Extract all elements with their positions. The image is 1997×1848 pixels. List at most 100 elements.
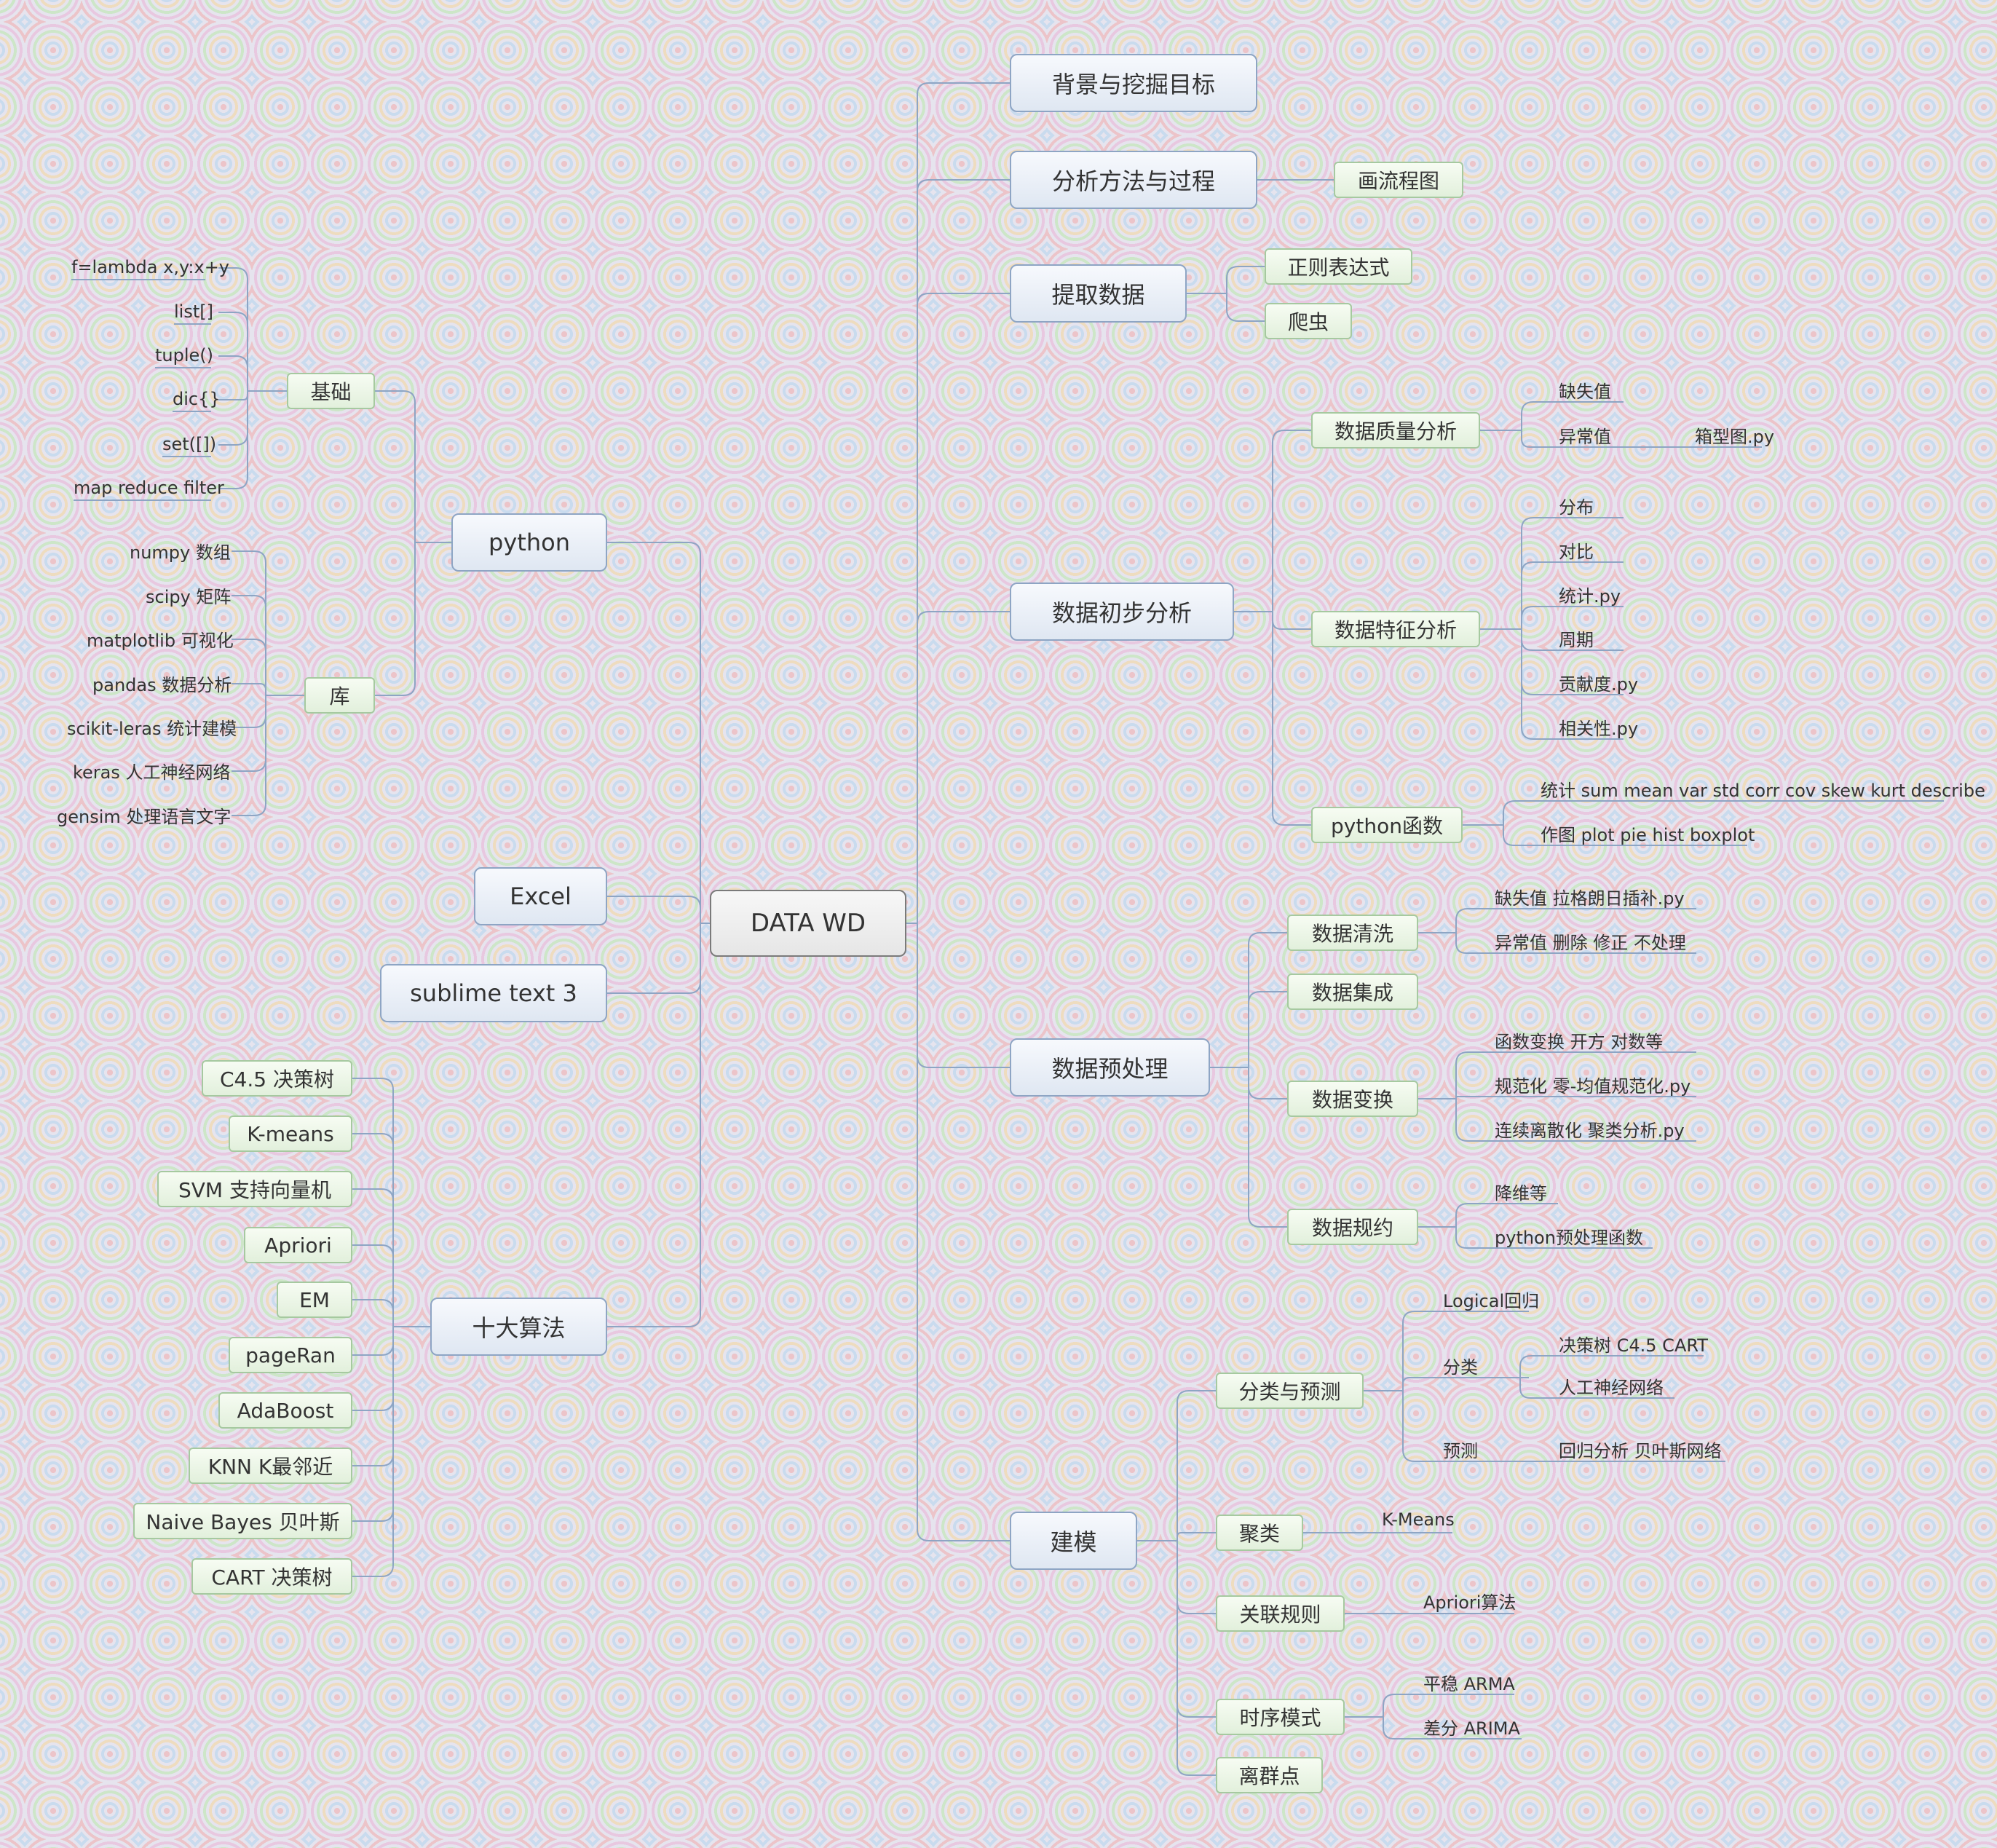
algo-8 [352, 1326, 430, 1522]
leaf-transform-discretize: 连续离散化 聚类分析.py [1495, 1120, 1685, 1141]
feature-5 [1480, 628, 1624, 740]
node-outlier-points[interactable]: 离群点 [1216, 1757, 1323, 1793]
node-clustering[interactable]: 聚类 [1216, 1515, 1303, 1551]
node-algo-c45[interactable]: C4.5 决策树 [202, 1060, 352, 1097]
basics-0 [218, 267, 287, 392]
root-right-0 [906, 82, 1010, 924]
leaf-reduce-python: python预处理函数 [1495, 1227, 1643, 1248]
node-algo-cart[interactable]: CART 决策树 [191, 1558, 352, 1595]
leaf-basics-dic: dic{} [173, 389, 221, 409]
node-modeling[interactable]: 建模 [1010, 1512, 1137, 1570]
leaf-lib-numpy: numpy 数组 [130, 542, 231, 563]
root-right-1 [906, 179, 1010, 924]
pre-0 [1210, 932, 1287, 1068]
root-right-3 [906, 611, 1010, 924]
libs-3 [232, 683, 304, 696]
node-data-transform[interactable]: 数据变换 [1287, 1081, 1418, 1117]
leaf-decision-tree: 决策树 C4.5 CART [1559, 1335, 1708, 1356]
node-explore[interactable]: 数据初步分析 [1010, 583, 1234, 641]
leaf-feature-contribution: 贡献度.py [1559, 674, 1639, 695]
reduce-1 [1418, 1226, 1653, 1249]
leaf-lib-matplotlib: matplotlib 可视化 [87, 630, 234, 651]
root-right-5 [906, 923, 1010, 1541]
node-algorithms[interactable]: 十大算法 [430, 1298, 607, 1356]
leaf-clean-missing: 缺失值 拉格朗日插补.py [1495, 888, 1685, 909]
algo-4 [352, 1299, 430, 1327]
node-excel[interactable]: Excel [474, 867, 607, 925]
node-regex[interactable]: 正则表达式 [1265, 248, 1412, 285]
node-python-libs[interactable]: 库 [304, 677, 375, 714]
node-data-integration[interactable]: 数据集成 [1287, 974, 1418, 1010]
node-method[interactable]: 分析方法与过程 [1010, 151, 1257, 209]
ts-1 [1345, 1716, 1522, 1740]
node-algo-em[interactable]: EM [277, 1282, 352, 1318]
leaf-basics-lambda: f=lambda x,y:x+y [71, 257, 230, 277]
basics-5 [218, 390, 287, 489]
leaf-lib-gensim: gensim 处理语言文字 [57, 806, 232, 827]
leaf-feature-correlation: 相关性.py [1559, 718, 1639, 739]
pre-3 [1210, 1067, 1287, 1228]
root-node[interactable]: DATA WD [710, 890, 906, 957]
extract-regex [1187, 266, 1265, 294]
classify-0 [1364, 1311, 1529, 1391]
quality-outlier [1480, 430, 1624, 448]
node-algo-kmeans[interactable]: K-means [229, 1115, 352, 1152]
leaf-apriori: Apriori算法 [1423, 1592, 1516, 1613]
feature-3 [1480, 628, 1624, 651]
libs-0 [232, 550, 304, 696]
model-0 [1137, 1390, 1216, 1541]
feature-0 [1480, 517, 1624, 630]
reduce-0 [1418, 1203, 1558, 1228]
root-right-4 [906, 923, 1010, 1068]
leaf-reduce-dimension: 降维等 [1495, 1182, 1547, 1204]
ts-0 [1345, 1694, 1514, 1718]
node-data-cleaning[interactable]: 数据清洗 [1287, 915, 1418, 951]
leaf-outlier-value: 异常值 [1559, 426, 1611, 447]
basics-1 [218, 312, 287, 392]
node-algo-adaboost[interactable]: AdaBoost [218, 1392, 352, 1429]
leaf-logical-regression: Logical回归 [1443, 1290, 1540, 1311]
leaf-classification: 分类 [1443, 1357, 1478, 1378]
basics-2 [218, 355, 287, 392]
node-data-reduction[interactable]: 数据规约 [1287, 1209, 1418, 1245]
node-python-funcs[interactable]: python函数 [1311, 807, 1463, 843]
node-classify-predict[interactable]: 分类与预测 [1216, 1373, 1364, 1409]
python-basics [375, 390, 451, 543]
node-background[interactable]: 背景与挖掘目标 [1010, 54, 1257, 112]
leaf-arma: 平稳 ARMA [1423, 1673, 1515, 1694]
trans-2 [1418, 1098, 1696, 1142]
node-flowchart[interactable]: 画流程图 [1334, 162, 1463, 198]
root-right-2 [906, 293, 1010, 924]
leaf-lib-pandas: pandas 数据分析 [92, 674, 232, 695]
algo-1 [352, 1133, 430, 1327]
algo-6 [352, 1326, 430, 1411]
node-sublime[interactable]: sublime text 3 [380, 964, 607, 1022]
node-algo-svm[interactable]: SVM 支持向量机 [157, 1171, 352, 1207]
leaf-basics-tuple: tuple() [155, 345, 214, 366]
explore-2 [1234, 611, 1311, 826]
node-time-series[interactable]: 时序模式 [1216, 1699, 1345, 1735]
node-python[interactable]: python [451, 513, 607, 572]
leaf-funcs-plot: 作图 plot pie hist boxplot [1541, 824, 1755, 845]
node-algo-naive-bayes[interactable]: Naive Bayes 贝叶斯 [133, 1503, 352, 1539]
node-preprocess[interactable]: 数据预处理 [1010, 1038, 1210, 1097]
node-algo-knn[interactable]: KNN K最邻近 [189, 1448, 352, 1484]
node-crawler[interactable]: 爬虫 [1265, 303, 1352, 339]
node-python-basics[interactable]: 基础 [287, 373, 375, 409]
node-extract[interactable]: 提取数据 [1010, 264, 1187, 323]
libs-1 [232, 595, 304, 696]
node-algo-apriori[interactable]: Apriori [244, 1227, 352, 1263]
node-data-feature[interactable]: 数据特征分析 [1311, 611, 1480, 647]
leaf-lib-scipy: scipy 矩阵 [146, 586, 232, 607]
libs-2 [232, 639, 304, 696]
clean-0 [1418, 908, 1696, 933]
node-association[interactable]: 关联规则 [1216, 1595, 1345, 1632]
libs-4 [232, 695, 304, 728]
node-data-quality[interactable]: 数据质量分析 [1311, 412, 1480, 449]
leaf-lib-keras: keras 人工神经网络 [73, 762, 231, 783]
leaf-transform-func: 函数变换 开方 对数等 [1495, 1031, 1664, 1052]
node-algo-pagerank[interactable]: pageRan [229, 1337, 352, 1373]
leaf-lib-scikit: scikit-leras 统计建模 [67, 718, 237, 739]
